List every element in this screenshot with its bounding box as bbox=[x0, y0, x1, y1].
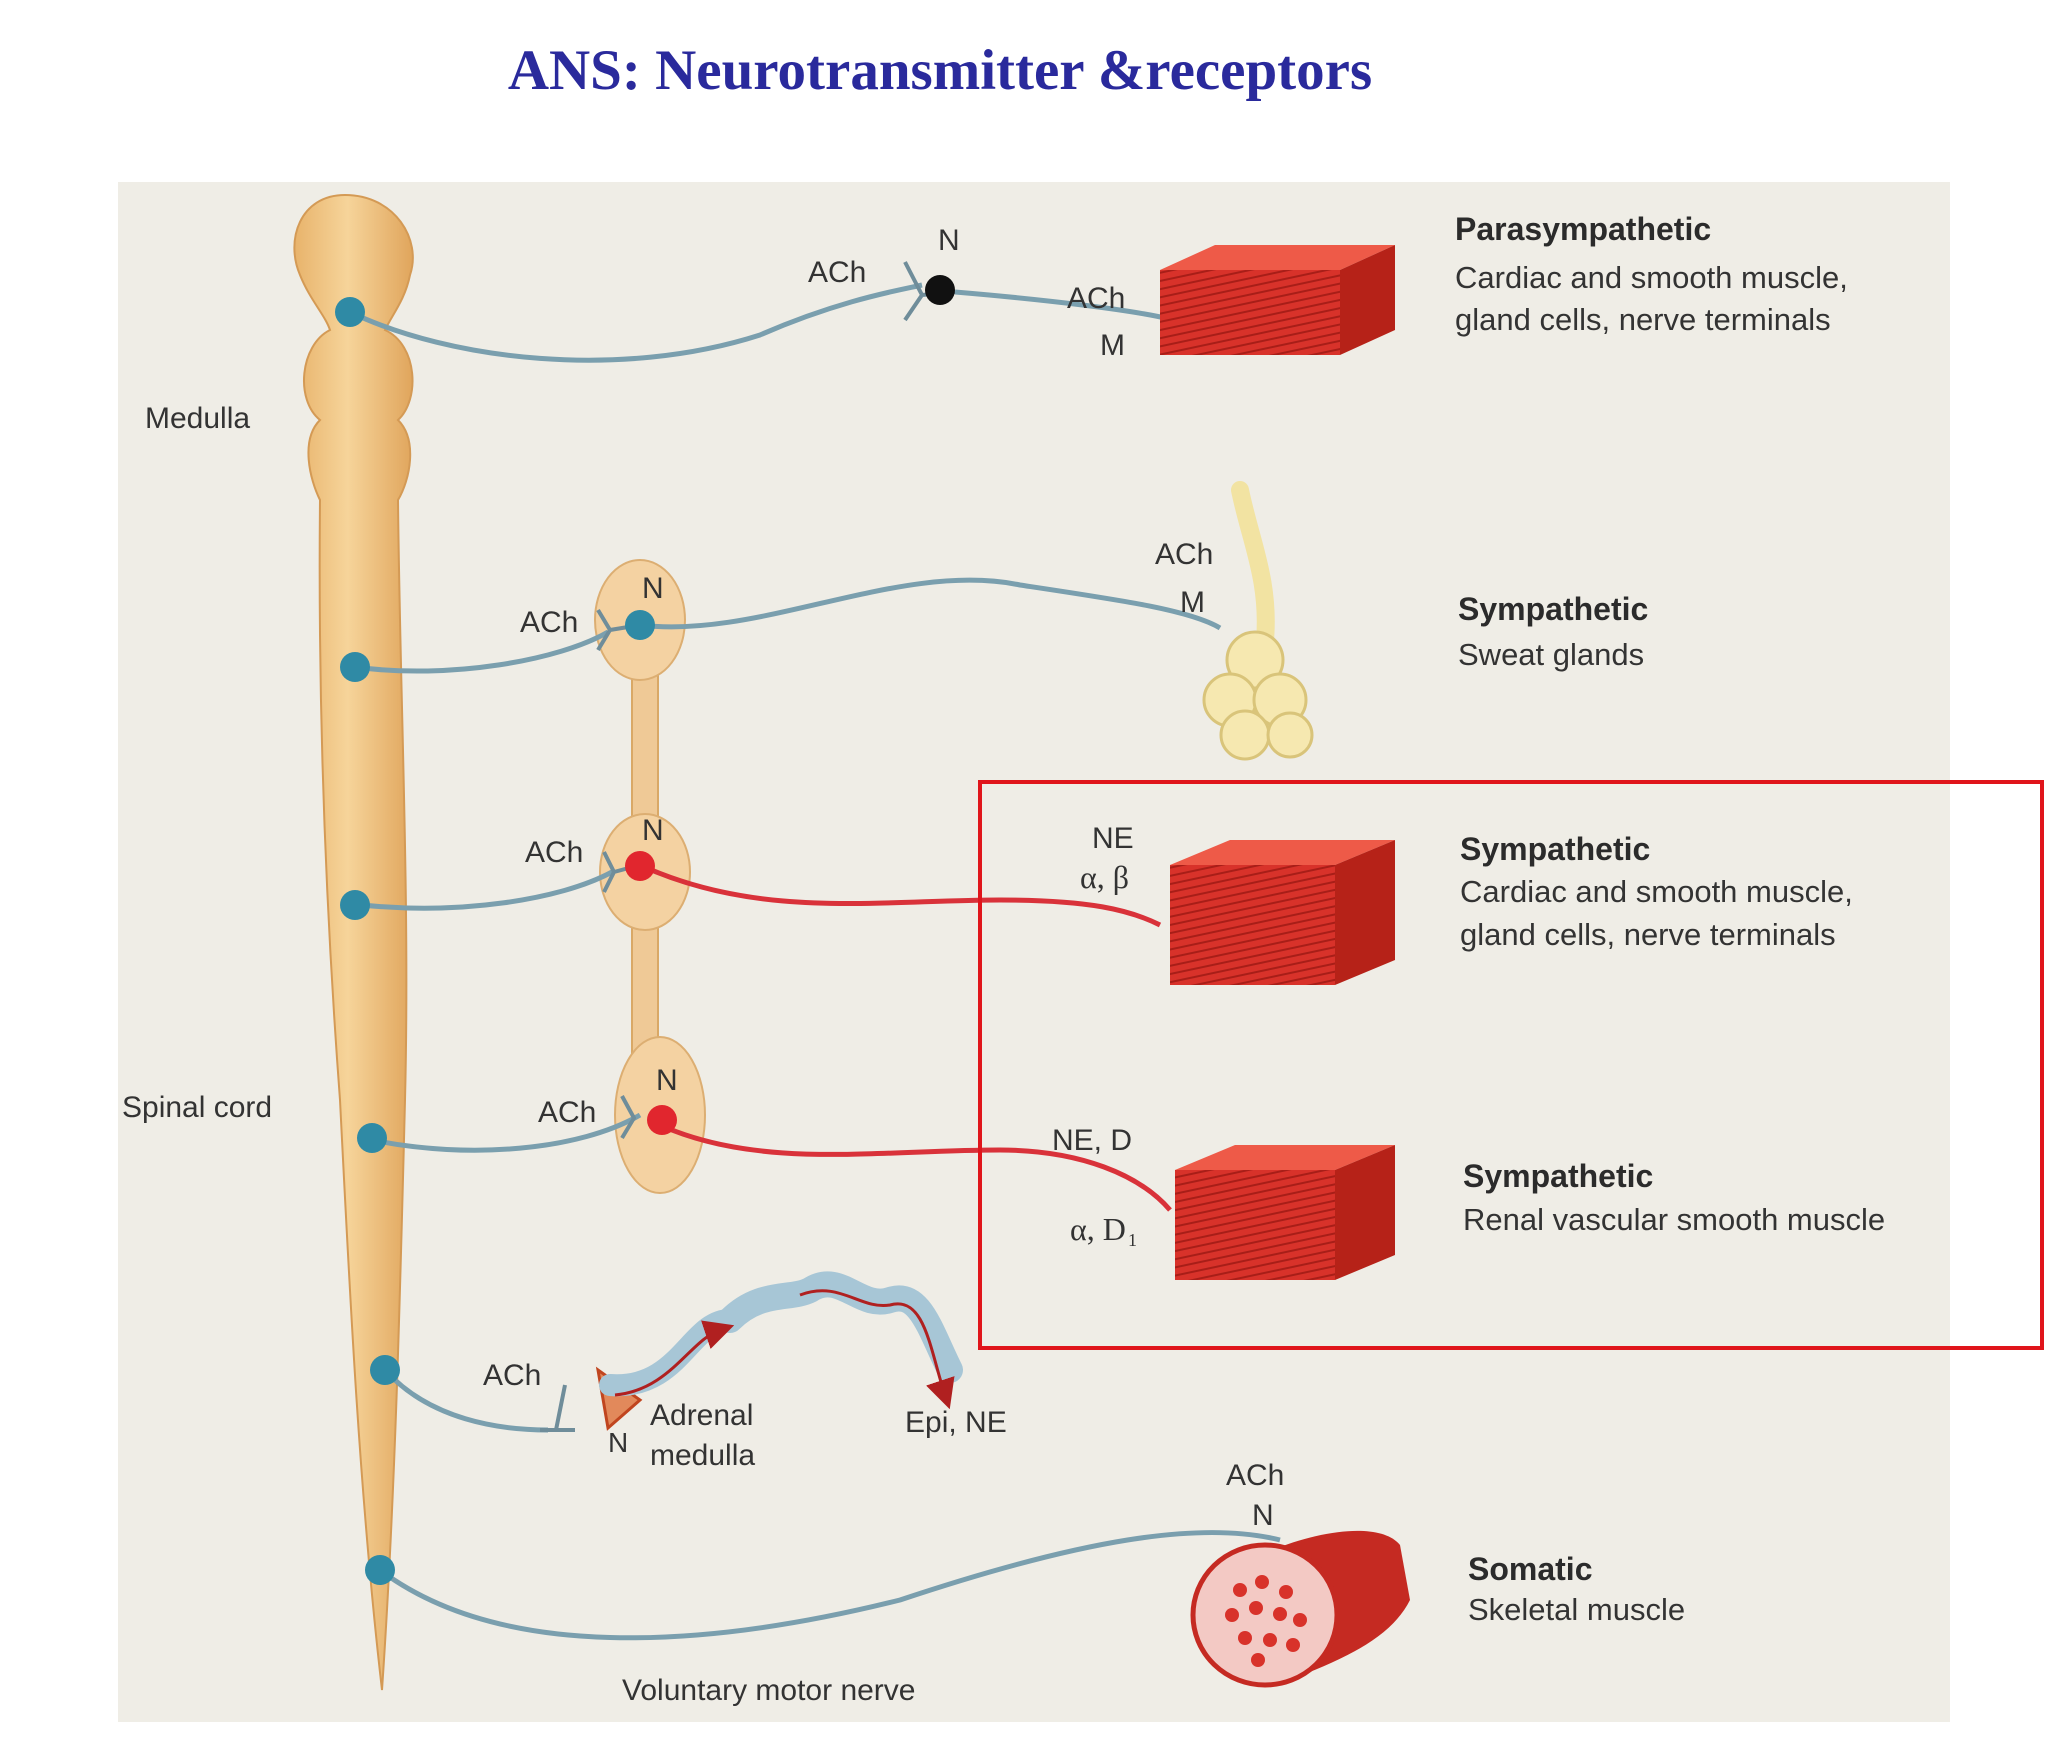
pathway-4-heading: Sympathetic bbox=[1463, 1158, 1653, 1194]
cardiac-smooth-muscle-block-2 bbox=[1170, 840, 1395, 985]
spinal-cord-shape bbox=[293, 193, 414, 1691]
sympathetic-preganglionic-nerve-3 bbox=[371, 1112, 642, 1153]
pathway-2-desc-1: Sweat glands bbox=[1458, 637, 1644, 672]
cholinergic-nerves bbox=[348, 282, 1281, 1641]
sympathetic-postganglionic-nerve-sweat bbox=[639, 577, 1222, 631]
skeletal-muscle bbox=[1190, 1530, 1410, 1688]
voluntary-motor-nerve bbox=[378, 1530, 1281, 1641]
page-title: ANS: Neurotransmitter &receptors bbox=[507, 39, 1373, 102]
voluntary-motor-nerve-label: Voluntary motor nerve bbox=[622, 1674, 915, 1707]
medulla-label: Medulla bbox=[145, 402, 250, 435]
pathway-1-target-receptor: M bbox=[1100, 329, 1125, 362]
pathway-5-pre-nt: ACh bbox=[483, 1359, 541, 1392]
adrenal-preganglionic-nerve bbox=[383, 1368, 549, 1433]
pathway-3-pre-nt: ACh bbox=[525, 836, 583, 869]
cord-neuron-bodies bbox=[335, 297, 400, 1585]
pathway-3-post-nt: NE bbox=[1092, 822, 1134, 855]
adrenal-medulla-label-2: medulla bbox=[650, 1439, 755, 1472]
pathway-6-post-nt: ACh bbox=[1226, 1459, 1284, 1492]
sympathetic-postganglionic-nerve-cardiac bbox=[638, 862, 1162, 928]
diagram-panel bbox=[118, 182, 1950, 1722]
pathway-4-pre-nt: ACh bbox=[538, 1096, 596, 1129]
ganglion-neuron-bodies bbox=[625, 275, 955, 1135]
cardiac-smooth-muscle-block-1 bbox=[1160, 245, 1395, 355]
sweat-gland bbox=[1202, 481, 1314, 761]
pathway-4-desc-1: Renal vascular smooth muscle bbox=[1463, 1202, 1885, 1237]
pathway-4-post-nt: NE, D bbox=[1052, 1124, 1132, 1157]
pathway-1-desc-1: Cardiac and smooth muscle, bbox=[1455, 260, 1848, 295]
adrenergic-nerves bbox=[638, 862, 1172, 1212]
sympathetic-preganglionic-nerve-2 bbox=[361, 869, 614, 911]
pathway-1-post-nt: ACh bbox=[1067, 282, 1125, 315]
pathway-2-pre-nt: ACh bbox=[520, 606, 578, 639]
pathway-2-ganglion-receptor: N bbox=[642, 572, 664, 605]
pathway-5-ganglion-receptor: N bbox=[608, 1427, 628, 1458]
highlight-box bbox=[978, 780, 2044, 1350]
blood-vessel bbox=[614, 1271, 963, 1410]
renal-smooth-muscle-block bbox=[1175, 1145, 1395, 1280]
pathway-3-target-receptor: α, β bbox=[1080, 859, 1129, 895]
pathway-2-target-receptor: M bbox=[1180, 586, 1205, 619]
pathway-1-desc-2: gland cells, nerve terminals bbox=[1455, 302, 1831, 337]
synapse-forks bbox=[540, 261, 956, 1432]
parasympathetic-postganglionic-nerve bbox=[954, 289, 1166, 321]
epi-ne-label: Epi, NE bbox=[905, 1406, 1007, 1439]
pathway-3-ganglion-receptor: N bbox=[642, 814, 664, 847]
sympathetic-preganglionic-nerve-1 bbox=[354, 629, 610, 674]
pathway-4-target-receptor: α, D bbox=[1070, 1211, 1126, 1247]
pathway-2-heading: Sympathetic bbox=[1458, 591, 1648, 627]
pathway-2-post-nt: ACh bbox=[1155, 538, 1213, 571]
adrenal-medulla-label-1: Adrenal bbox=[650, 1399, 753, 1432]
spinal-cord-label: Spinal cord bbox=[122, 1091, 272, 1124]
pathway-1-pre-nt: ACh bbox=[808, 256, 866, 289]
pathway-4-receptor-subscript: 1 bbox=[1128, 1230, 1137, 1250]
pathway-3-desc-2: gland cells, nerve terminals bbox=[1460, 917, 1836, 952]
pathway-3-heading: Sympathetic bbox=[1460, 831, 1650, 867]
pathway-6-desc-1: Skeletal muscle bbox=[1468, 1592, 1685, 1627]
pathway-3-desc-1: Cardiac and smooth muscle, bbox=[1460, 874, 1853, 909]
parasympathetic-preganglionic-nerve bbox=[348, 282, 923, 363]
pathway-6-heading: Somatic bbox=[1468, 1551, 1592, 1587]
pathway-6-target-receptor: N bbox=[1252, 1499, 1274, 1532]
pathway-1-ganglion-receptor: N bbox=[938, 224, 960, 257]
sympathetic-postganglionic-nerve-renal bbox=[658, 1122, 1172, 1212]
pathway-4-ganglion-receptor: N bbox=[656, 1064, 678, 1097]
pathway-1-heading: Parasympathetic bbox=[1455, 211, 1711, 247]
